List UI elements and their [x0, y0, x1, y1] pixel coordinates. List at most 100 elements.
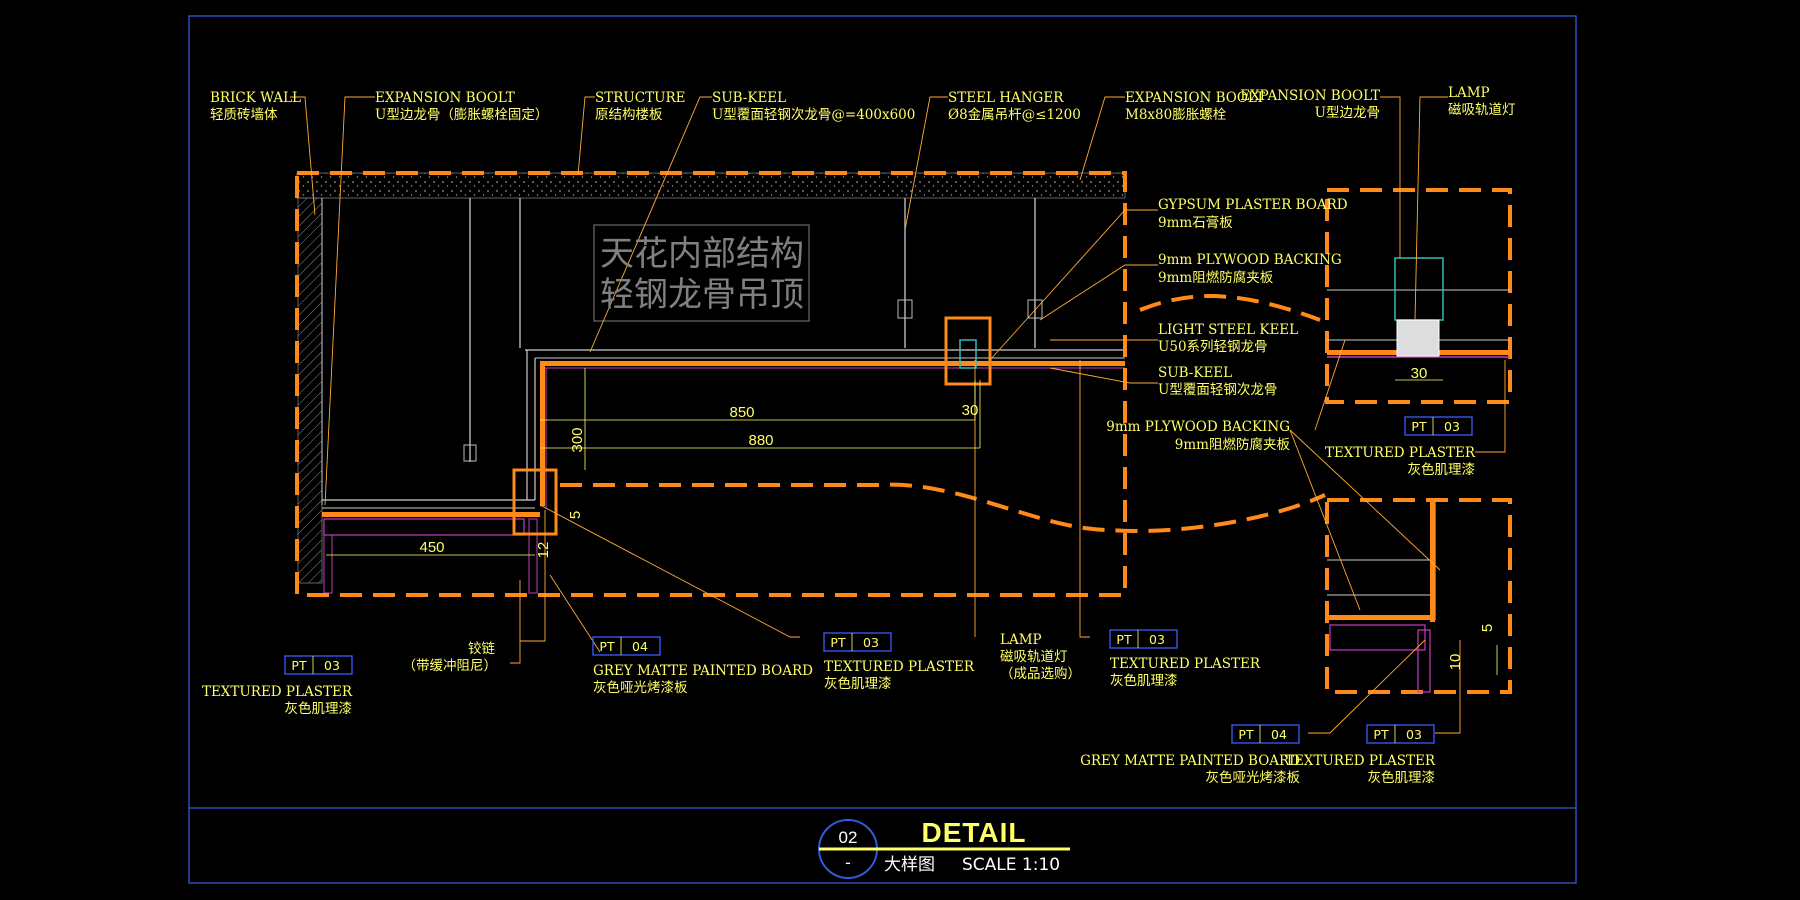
label-grey-board-2-en: GREY MATTE PAINTED BOARD	[1080, 753, 1300, 769]
svg-text:PT: PT	[1238, 727, 1254, 742]
svg-text:PT: PT	[830, 635, 846, 650]
label-lamp-bottom-en: LAMP	[1000, 632, 1042, 648]
svg-text:03: 03	[324, 658, 340, 673]
label-grey-board-1-en: GREY MATTE PAINTED BOARD	[593, 663, 813, 679]
label-expansion-bolt-3-cn: U型边龙骨	[1315, 105, 1380, 121]
label-textured-left-cn: 灰色肌理漆	[285, 700, 353, 717]
label-textured-mid2-en: TEXTURED PLASTER	[1110, 656, 1261, 672]
lamp-track-detail	[1394, 257, 1444, 321]
label-textured-right-en: TEXTURED PLASTER	[1325, 445, 1476, 461]
upper-ceiling	[525, 349, 1125, 369]
pt-tag-textured-mid: PT 03	[823, 632, 892, 652]
dim-5-detail: 5	[1479, 624, 1496, 632]
detail-bottom-right	[1325, 498, 1512, 694]
label-textured-mid-en: TEXTURED PLASTER	[824, 659, 975, 675]
main-section	[295, 171, 1326, 597]
label-lamp-bottom-cn1: 磁吸轨道灯	[1000, 649, 1068, 665]
label-lamp-top-cn: 磁吸轨道灯	[1448, 102, 1516, 118]
sheet-number: -	[845, 853, 851, 872]
label-sub-keel-cn: U型覆面轻钢次龙骨@=400x600	[712, 107, 915, 123]
sheet-frame	[188, 15, 1577, 884]
label-plywood-1-cn: 9mm阻燃防腐夹板	[1158, 269, 1274, 286]
label-gypsum-en: GYPSUM PLASTER BOARD	[1158, 197, 1348, 213]
label-hinge-note: （带缓冲阻尼）	[403, 658, 498, 674]
svg-text:03: 03	[863, 635, 879, 650]
svg-text:PT: PT	[1373, 727, 1389, 742]
dim-10: 10	[1447, 654, 1464, 671]
label-textured-left-en: TEXTURED PLASTER	[202, 684, 353, 700]
label-light-keel-en: LIGHT STEEL KEEL	[1158, 322, 1298, 338]
label-textured-br-cn: 灰色肌理漆	[1368, 769, 1436, 786]
dim-450: 450	[419, 539, 444, 556]
label-sub-keel-right-en: SUB-KEEL	[1158, 365, 1232, 381]
watermark-line-2: 轻钢龙骨吊顶	[600, 275, 804, 315]
dim-30: 30	[962, 402, 979, 419]
label-expansion-bolt-1-en: EXPANSION BOOLT	[375, 90, 515, 106]
dim-5: 5	[567, 511, 584, 519]
dim-30-detail: 30	[1411, 365, 1428, 382]
pt-tag-left: PT 03	[284, 655, 353, 675]
label-textured-br-en: TEXTURED PLASTER	[1285, 753, 1436, 769]
lower-ceiling	[322, 499, 540, 594]
break-line-main	[560, 482, 1326, 533]
title-cn: 大样图	[884, 855, 935, 875]
detail-number: 02	[839, 828, 858, 847]
pt-tags: PT 03 PT 04 PT 03 PT 03 PT 03	[284, 416, 1473, 744]
label-plywood-1-en: 9mm PLYWOOD BACKING	[1158, 252, 1342, 268]
break-line-top	[1139, 294, 1321, 322]
label-sub-keel-right-cn: U型覆面轻钢次龙骨	[1158, 382, 1277, 398]
lamp-body	[1396, 319, 1440, 357]
pt-tag-grey-board-2: PT 04	[1231, 724, 1300, 744]
title-detail: DETAIL	[921, 817, 1026, 848]
detail-top-right	[1325, 188, 1512, 404]
label-lamp-top-en: LAMP	[1448, 85, 1490, 101]
label-hinge-cn: 铰链	[468, 641, 495, 657]
svg-text:PT: PT	[1411, 419, 1427, 434]
label-structure-cn: 原结构楼板	[595, 107, 663, 123]
title-block: 02 - DETAIL 大样图 SCALE 1:10	[818, 817, 1070, 879]
label-structure-en: STRUCTURE	[595, 90, 686, 106]
lamp-track-main	[959, 339, 977, 369]
dim-300: 300	[569, 427, 586, 452]
label-plywood-2-cn: 9mm阻燃防腐夹板	[1175, 436, 1291, 453]
brick-wall-hatch	[297, 197, 323, 584]
structure-slab	[296, 172, 1126, 199]
svg-text:PT: PT	[291, 658, 307, 673]
label-lamp-bottom-cn2: （成品选购）	[1000, 666, 1081, 682]
label-expansion-bolt-2-en: EXPANSION BOOLT	[1125, 90, 1265, 106]
label-expansion-bolt-1-cn: U型边龙骨（膨胀螺栓固定）	[375, 107, 548, 123]
pt-tag-textured-right: PT 03	[1404, 416, 1473, 436]
annotation-labels: BRICK WALL 轻质砖墙体 EXPANSION BOOLT U型边龙骨（膨…	[202, 85, 1516, 786]
label-steel-hanger-cn: Ø8金属吊杆@≤1200	[948, 107, 1081, 123]
svg-text:03: 03	[1444, 419, 1460, 434]
label-gypsum-cn: 9mm石膏板	[1158, 214, 1233, 231]
svg-text:PT: PT	[599, 639, 615, 654]
watermark-line-1: 天花内部结构	[600, 234, 804, 274]
label-expansion-bolt-3-en: EXPANSION BOOLT	[1240, 88, 1380, 104]
dim-850: 850	[729, 404, 754, 421]
label-brick-wall-cn: 轻质砖墙体	[210, 107, 278, 123]
svg-text:03: 03	[1149, 632, 1165, 647]
svg-text:03: 03	[1406, 727, 1422, 742]
dimension-lines	[326, 368, 1498, 675]
label-textured-mid2-cn: 灰色肌理漆	[1110, 672, 1178, 689]
pt-tag-grey-board-1: PT 04	[592, 636, 661, 656]
label-textured-mid-cn: 灰色肌理漆	[824, 675, 892, 692]
steel-hangers	[469, 198, 1036, 462]
pt-tag-textured-mid2: PT 03	[1109, 629, 1178, 649]
label-brick-wall-en: BRICK WALL	[210, 90, 301, 106]
label-plywood-2-en: 9mm PLYWOOD BACKING	[1106, 419, 1290, 435]
label-sub-keel-en: SUB-KEEL	[712, 90, 786, 106]
title-scale: SCALE 1:10	[962, 855, 1060, 875]
label-steel-hanger-en: STEEL HANGER	[948, 90, 1064, 106]
svg-text:PT: PT	[1116, 632, 1132, 647]
svg-text:04: 04	[1271, 727, 1287, 742]
pt-tag-textured-br: PT 03	[1366, 724, 1435, 744]
label-light-keel-cn: U50系列轻钢龙骨	[1158, 339, 1268, 355]
label-grey-board-1-cn: 灰色哑光烤漆板	[593, 679, 688, 696]
label-grey-board-2-cn: 灰色哑光烤漆板	[1206, 769, 1301, 786]
svg-text:04: 04	[632, 639, 648, 654]
dim-880: 880	[748, 432, 773, 449]
dim-12: 12	[535, 542, 552, 559]
